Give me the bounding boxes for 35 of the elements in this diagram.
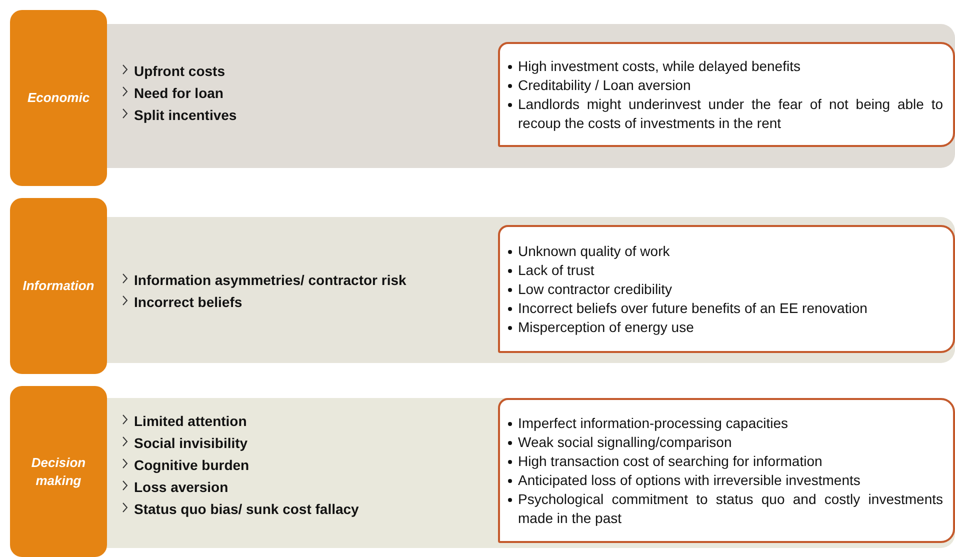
detail-box — [498, 398, 955, 543]
detail-item: Psychological commitment to status quo and costly investments made in the past — [518, 490, 943, 528]
detail-item: Unknown quality of work — [518, 242, 670, 260]
detail-item: Creditability / Loan aversion — [518, 76, 691, 94]
detail-item: Weak social signalling/comparison — [518, 432, 732, 452]
detail-box — [498, 42, 955, 147]
barrier-band — [107, 217, 955, 363]
barrier-item: Incorrect beliefs — [134, 293, 242, 312]
detail-item: Misperception of energy use — [518, 318, 694, 336]
barrier-band — [107, 398, 955, 548]
barrier-item: Status quo bias/ sunk cost fallacy — [134, 500, 359, 519]
category-tab — [10, 198, 107, 374]
detail-item: Anticipated loss of options with irreversible investments — [518, 470, 860, 490]
detail-item: Imperfect information-processing capacities — [518, 414, 788, 432]
detail-item: High investment costs, while delayed benefits — [518, 56, 800, 76]
barrier-item: Split incentives — [134, 106, 237, 125]
detail-box — [498, 225, 955, 353]
category-label: Economic — [27, 89, 90, 107]
barrier-item: Upfront costs — [134, 62, 225, 81]
barrier-item: Cognitive burden — [134, 456, 250, 475]
barrier-band — [107, 24, 955, 168]
barrier-item: Need for loan — [134, 84, 224, 103]
barrier-item: Social invisibility — [134, 434, 248, 453]
detail-item: Lack of trust — [518, 260, 594, 280]
barrier-item: Information asymmetries/ contractor risk — [134, 271, 406, 290]
barrier-item: Loss aversion — [134, 478, 228, 497]
barrier-item: Limited attention — [134, 412, 247, 431]
category-label: Decision making — [30, 454, 87, 490]
category-label: Information — [22, 277, 94, 295]
category-tab — [10, 386, 107, 557]
detail-item: Low contractor credibility — [518, 280, 672, 298]
detail-item: Landlords might underinvest under the fear of not being able to recoup the costs of investments in the rent — [518, 94, 943, 132]
detail-item: Incorrect beliefs over future benefits of an EE renovation — [518, 298, 868, 318]
category-tab — [10, 10, 107, 186]
detail-item: High transaction cost of searching for information — [518, 452, 822, 470]
